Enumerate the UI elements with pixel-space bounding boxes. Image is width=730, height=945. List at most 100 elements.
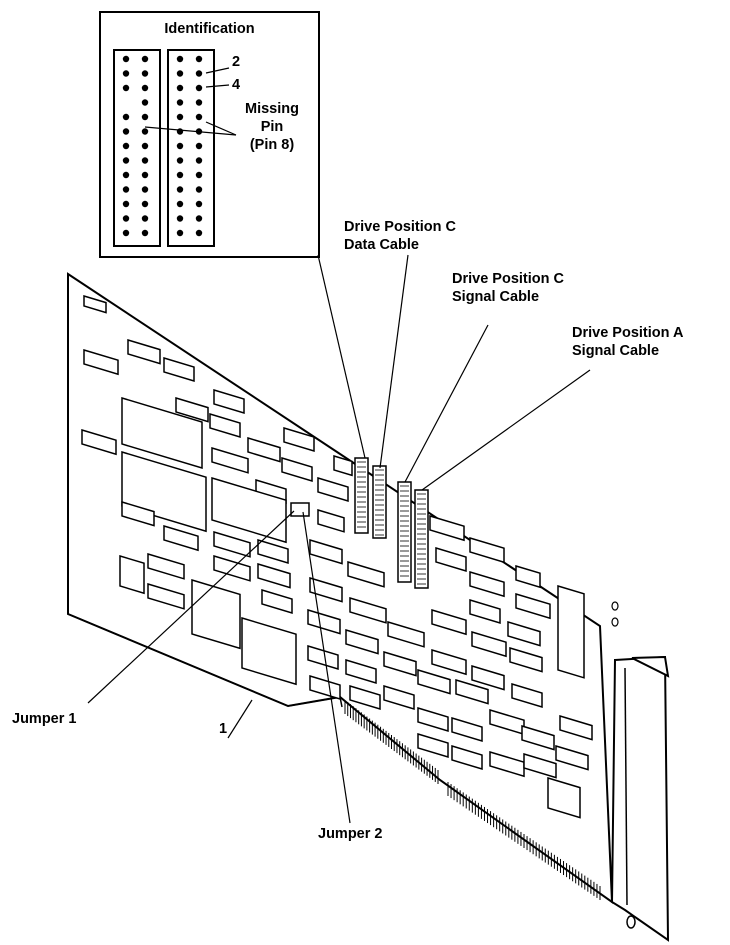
pin-4-label: 4 bbox=[232, 77, 241, 93]
connector-pin bbox=[122, 142, 130, 150]
connector-pin bbox=[195, 70, 203, 77]
adapter-card bbox=[67, 272, 670, 942]
ic-chip bbox=[211, 476, 287, 544]
ic-chip bbox=[241, 616, 297, 686]
connector-pin bbox=[141, 55, 149, 63]
ic-chip bbox=[257, 538, 289, 565]
ic-chip bbox=[469, 570, 505, 598]
ic-chip bbox=[557, 584, 585, 679]
ic-chip bbox=[247, 436, 281, 463]
ic-chip bbox=[469, 598, 501, 625]
ic-chip bbox=[345, 628, 379, 655]
connector-pin bbox=[141, 186, 149, 193]
connector-pin bbox=[122, 229, 130, 237]
ic-chip bbox=[257, 562, 291, 589]
ic-chip bbox=[509, 646, 543, 673]
ic-chip bbox=[163, 356, 195, 383]
ic-chip bbox=[175, 396, 209, 423]
ic-chip bbox=[309, 538, 343, 565]
connector-pin bbox=[195, 171, 203, 179]
ic-chip bbox=[347, 560, 385, 588]
ic-chip bbox=[489, 750, 525, 778]
inset-title: Identification bbox=[164, 21, 255, 37]
connector-pin bbox=[141, 157, 149, 164]
ic-chip bbox=[507, 620, 541, 647]
connector-pin bbox=[176, 229, 184, 237]
connector-pin bbox=[176, 70, 184, 77]
connector-pin bbox=[122, 200, 130, 208]
connector-pin bbox=[176, 142, 184, 150]
ic-chip bbox=[431, 648, 467, 676]
ic-chip bbox=[83, 294, 107, 314]
connector-pin bbox=[122, 215, 130, 222]
ic-chip bbox=[349, 596, 387, 624]
connector-data-c-2 bbox=[372, 465, 387, 539]
connector-pin bbox=[122, 84, 130, 92]
ic-chip bbox=[345, 658, 377, 685]
ic-chip bbox=[547, 776, 581, 819]
board-components bbox=[81, 294, 593, 819]
ic-chip bbox=[121, 396, 203, 470]
connector-pin bbox=[122, 113, 130, 121]
connector-pin bbox=[176, 99, 184, 106]
ic-chip bbox=[515, 564, 541, 589]
connector-pin bbox=[141, 128, 149, 135]
ic-chip bbox=[147, 582, 185, 610]
connector-pin bbox=[195, 84, 203, 92]
ic-chip bbox=[283, 426, 315, 453]
ic-chip bbox=[451, 744, 483, 771]
ic-chip bbox=[119, 554, 145, 595]
connector-right-column bbox=[167, 49, 215, 247]
identification-inset bbox=[99, 11, 320, 258]
connector-pin bbox=[176, 215, 184, 222]
ic-chip bbox=[471, 664, 505, 691]
ic-chip bbox=[387, 620, 425, 648]
ic-chip bbox=[127, 338, 161, 365]
ic-chip bbox=[349, 684, 381, 711]
ic-chip bbox=[417, 706, 449, 733]
edge-connector bbox=[344, 700, 601, 900]
ic-chip bbox=[455, 678, 489, 705]
connector-pin bbox=[122, 186, 130, 193]
connector-pin bbox=[141, 70, 149, 77]
leader-lines bbox=[87, 254, 591, 824]
ic-chip bbox=[555, 744, 589, 771]
ic-chip bbox=[163, 524, 199, 552]
ic-chip bbox=[81, 428, 117, 456]
ic-chip bbox=[317, 508, 345, 533]
connector-pin bbox=[141, 113, 149, 121]
ic-chip bbox=[383, 650, 417, 677]
ic-chip bbox=[515, 592, 551, 620]
ic-chip bbox=[83, 348, 119, 376]
ic-chip bbox=[451, 716, 483, 743]
connector-pin bbox=[122, 128, 130, 135]
ic-chip bbox=[191, 578, 241, 650]
ic-chip bbox=[307, 644, 339, 671]
connector-pin bbox=[141, 99, 149, 106]
connector-pin bbox=[176, 113, 184, 121]
pin-2-label: 2 bbox=[232, 54, 241, 70]
mounting-bracket bbox=[610, 655, 670, 942]
connector-left-column bbox=[113, 49, 161, 247]
ic-chip bbox=[307, 608, 341, 635]
callout-jumper-2: Jumper 2 bbox=[318, 826, 383, 842]
connector-pin bbox=[141, 142, 149, 150]
connector-pin bbox=[195, 229, 203, 237]
ic-chip bbox=[431, 608, 467, 636]
ic-chip bbox=[417, 668, 451, 695]
connector-pin bbox=[195, 215, 203, 222]
connector-pin bbox=[122, 70, 130, 77]
ic-chip bbox=[309, 674, 341, 701]
callout-jumper-1: Jumper 1 bbox=[12, 711, 77, 727]
ic-chip bbox=[209, 412, 241, 439]
ic-chip bbox=[147, 552, 185, 580]
connector-pin bbox=[141, 200, 149, 208]
connector-pin bbox=[176, 171, 184, 179]
connector-pin bbox=[122, 157, 130, 164]
connector-pin bbox=[176, 84, 184, 92]
ic-chip bbox=[435, 546, 467, 573]
ic-chip bbox=[523, 752, 557, 779]
connector-pin bbox=[122, 55, 130, 63]
connector-pin bbox=[176, 186, 184, 193]
